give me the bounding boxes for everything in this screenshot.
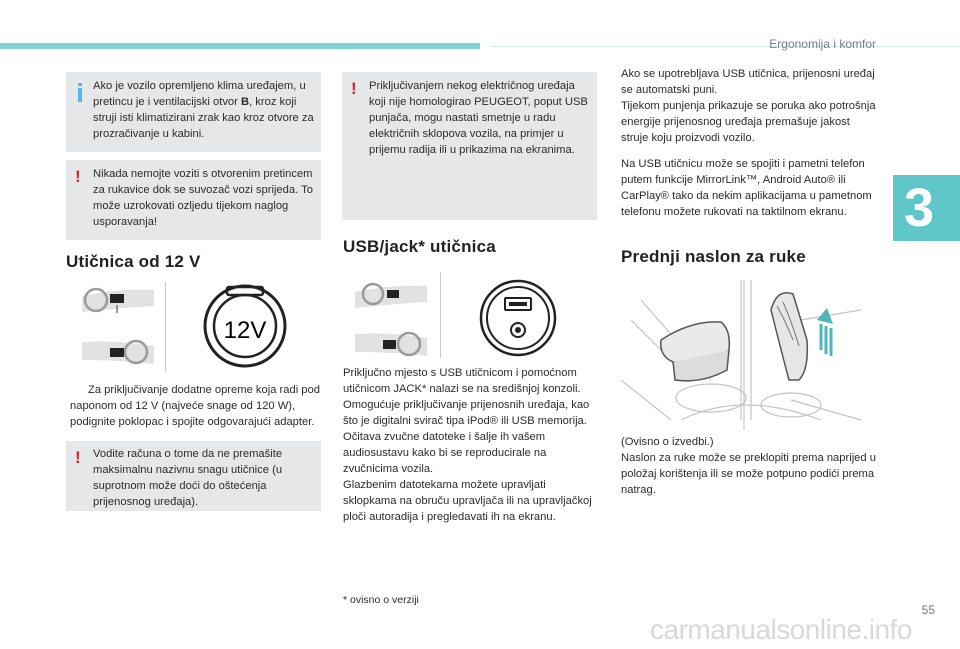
smartphone-info: Na USB utičnicu može se spojiti i pametn… xyxy=(621,156,876,220)
chapter-number: 3 xyxy=(903,178,935,238)
info-text: Ako je vozilo opremljeno klima uređajem,… xyxy=(93,80,314,140)
section-title: Ergonomija i komfor xyxy=(769,37,876,51)
info-box: Ako je vozilo opremljeno klima uređajem,… xyxy=(66,72,321,152)
heading-front-armrest: Prednji naslon za ruke xyxy=(621,247,806,266)
chapter-tab xyxy=(893,175,960,241)
usb-dashboard-diagram-top xyxy=(355,282,427,308)
warning-icon: ! xyxy=(75,167,81,186)
smartphone-text: Na USB utičnicu može se spojiti i pametn… xyxy=(621,158,872,218)
watermark: carmanualsonline.info xyxy=(650,614,912,645)
usb-dashboard-diagram-bottom xyxy=(355,331,427,357)
usb-jack-socket-icon xyxy=(479,279,557,357)
warning-box: ! Nikada nemojte voziti s otvorenim pret… xyxy=(66,160,321,240)
heading-12v-socket: Utičnica od 12 V xyxy=(66,252,201,271)
dashboard-diagram-bottom xyxy=(82,339,154,365)
footnote: * ovisno o verziji xyxy=(343,592,543,608)
socket-12v-icon: 12V xyxy=(203,284,287,368)
dashboard-diagram-top xyxy=(82,287,154,313)
usb-description: Priključno mjesto s USB utičnicom i pomo… xyxy=(343,365,598,525)
socket-label: 12V xyxy=(224,317,267,344)
step-text: Za priključivanje dodatne opreme koja ra… xyxy=(70,384,320,428)
warning-icon: ! xyxy=(75,448,81,467)
armrest-text: (Ovisno o izvedbi.) Naslon za ruke može … xyxy=(621,436,876,496)
instruction-step: Za priključivanje dodatne opreme koja ra… xyxy=(70,382,325,430)
armrest-illustration xyxy=(621,280,862,430)
charging-text: Ako se upotrebljava USB utičnica, prijen… xyxy=(621,68,876,144)
illustration-divider xyxy=(440,272,441,358)
warning-icon: ! xyxy=(351,79,357,98)
illustration-divider xyxy=(165,282,166,372)
header-accent-bar xyxy=(0,43,480,49)
warning-text: Vodite računa o tome da ne premašite mak… xyxy=(93,448,283,508)
heading-usb-socket: USB/jack* utičnica xyxy=(343,237,496,256)
warning-box-usb: ! Priključivanjem nekog električnog uređ… xyxy=(342,72,597,220)
armrest-description: (Ovisno o izvedbi.) Naslon za ruke može … xyxy=(621,434,876,498)
warning-text: Priključivanjem nekog električnog uređaj… xyxy=(369,80,588,156)
warning-text: Nikada nemojte voziti s otvorenim pretin… xyxy=(93,168,313,228)
warning-box-power: ! Vodite računa o tome da ne premašite m… xyxy=(66,441,321,511)
footnote-text: * ovisno o verziji xyxy=(343,594,419,606)
header-rule xyxy=(490,46,960,47)
usb-charging-info: Ako se upotrebljava USB utičnica, prijen… xyxy=(621,66,876,146)
page-number: 55 xyxy=(921,603,935,617)
info-icon xyxy=(78,83,82,102)
usb-body-text: Priključno mjesto s USB utičnicom i pomo… xyxy=(343,367,592,523)
